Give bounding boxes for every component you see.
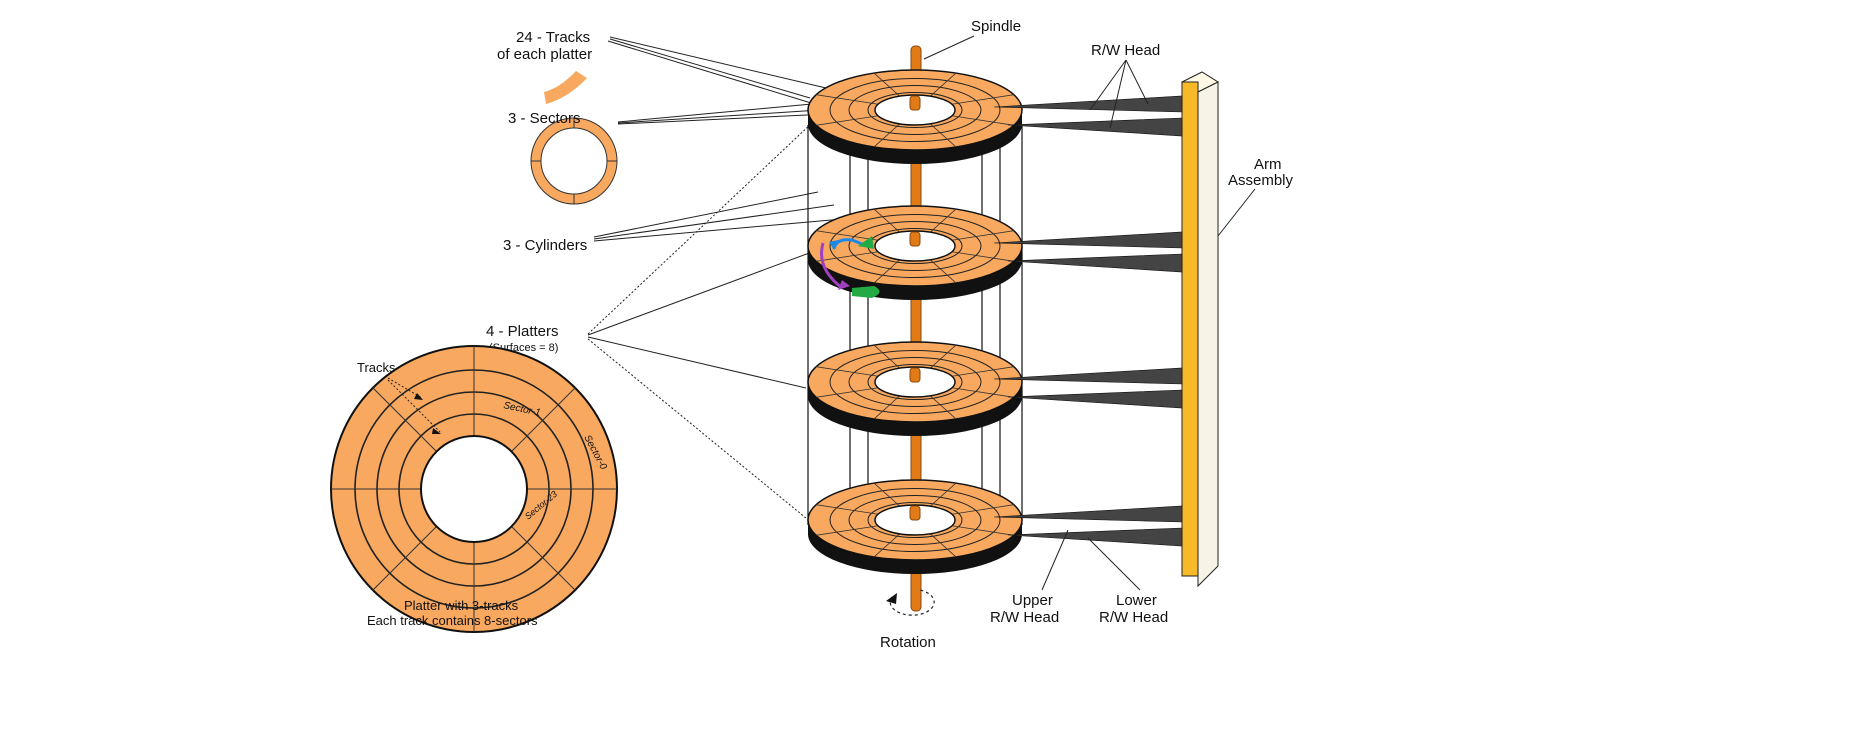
- sectors-count-label: 3 - Sectors: [508, 110, 581, 127]
- lower-rw-head-4: [1007, 527, 1183, 547]
- sector-divider: [951, 387, 1014, 398]
- track-1: [829, 350, 1001, 414]
- track-2: [848, 357, 982, 407]
- sector-divider: [873, 259, 900, 284]
- sector-divider: [816, 525, 879, 536]
- upper-rw-head-4: [993, 505, 1183, 523]
- sector-divider: [930, 533, 957, 558]
- sector-divider: [951, 251, 1014, 262]
- sector-divider: [873, 344, 900, 369]
- track-3: [867, 502, 963, 538]
- upper-rw-head-2: [993, 231, 1183, 249]
- platter-4: [807, 479, 1023, 574]
- upper-rw-head-label-line2: R/W Head: [990, 609, 1059, 626]
- sector-divider: [873, 533, 900, 558]
- lower-rw-head-2: [1007, 253, 1183, 273]
- track-2: [848, 495, 982, 545]
- sector-divider: [816, 251, 879, 262]
- sector-divider: [951, 94, 1014, 105]
- track-1: [829, 78, 1001, 142]
- rotation-label: Rotation: [880, 634, 936, 651]
- sector-divider: [951, 525, 1014, 536]
- sector-divider: [816, 94, 879, 105]
- rw-heads: [993, 95, 1183, 547]
- sector-divider: [951, 504, 1014, 515]
- sector-divider: [930, 259, 957, 284]
- tracks-label: Tracks: [357, 360, 396, 375]
- detail-sector-divider: [511, 387, 576, 452]
- track-1: [829, 214, 1001, 278]
- sector-divider: [930, 123, 957, 148]
- detail-sector-divider: [511, 526, 576, 591]
- platter-stack: [807, 45, 1023, 612]
- arm-assembly: [1180, 71, 1220, 588]
- sector-divider: [873, 123, 900, 148]
- sector-divider: [873, 72, 900, 97]
- detail-caption-line2: Each track contains 8-sectors: [367, 613, 538, 628]
- spindle-segment: [909, 95, 921, 111]
- spindle-label: Spindle: [971, 18, 1021, 35]
- sector-wedge-icon: [544, 71, 587, 104]
- marker-arrows: [820, 236, 880, 298]
- sector-divider: [951, 366, 1014, 377]
- detail-sector-divider: [372, 387, 437, 452]
- track-2: [848, 85, 982, 135]
- platter-2: [807, 205, 1023, 300]
- track-3: [867, 92, 963, 128]
- lower-rw-head-label-line2: R/W Head: [1099, 609, 1168, 626]
- rw-head-label: R/W Head: [1091, 42, 1160, 59]
- track-1: [829, 488, 1001, 552]
- tracks-pointer-lines: [387, 377, 441, 434]
- upper-rw-head-label: Upper: [1012, 592, 1053, 609]
- sector-divider: [873, 395, 900, 420]
- spindle-segment: [909, 505, 921, 521]
- lower-rw-head-1: [1007, 117, 1183, 137]
- sector-divider: [816, 504, 879, 515]
- lower-rw-head-label: Lower: [1116, 592, 1157, 609]
- cylinder-guides: [807, 125, 1023, 525]
- spindle-segment: [909, 231, 921, 247]
- rotation-arrow-icon: [886, 589, 935, 616]
- upper-rw-head-1: [993, 95, 1183, 113]
- tracks-count-label-line2: of each platter: [497, 46, 592, 63]
- sector-divider: [816, 387, 879, 398]
- sector-divider: [816, 366, 879, 377]
- upper-rw-head-3: [993, 367, 1183, 385]
- platters-count-label: 4 - Platters: [486, 323, 559, 340]
- sector-divider: [816, 230, 879, 241]
- sector-divider: [930, 72, 957, 97]
- platter-1: [807, 69, 1023, 164]
- track-3: [867, 364, 963, 400]
- sector-divider: [930, 482, 957, 507]
- detail-caption-line1: Platter with 3-tracks: [404, 598, 519, 613]
- spindle-segment: [909, 367, 921, 383]
- sector-divider: [930, 395, 957, 420]
- sector-divider: [873, 208, 900, 233]
- sector-divider: [930, 208, 957, 233]
- platter-detail: [330, 345, 618, 633]
- arm-assembly-label: Arm: [1254, 156, 1282, 173]
- arm-assembly-label-line2: Assembly: [1228, 172, 1294, 189]
- track-ring-icon: [530, 117, 618, 205]
- sector-divider: [816, 115, 879, 126]
- platter-3: [807, 341, 1023, 436]
- detail-sector-divider: [372, 526, 437, 591]
- tracks-count-label: 24 - Tracks: [516, 29, 590, 46]
- spindle-shaft: [910, 45, 922, 612]
- lower-rw-head-3: [1007, 389, 1183, 409]
- cylinders-count-label: 3 - Cylinders: [503, 237, 587, 254]
- sector-divider: [951, 230, 1014, 241]
- track-2: [848, 221, 982, 271]
- sector-divider: [930, 344, 957, 369]
- detail-platter-hole: [420, 435, 528, 543]
- sector-divider: [951, 115, 1014, 126]
- sector-divider: [873, 482, 900, 507]
